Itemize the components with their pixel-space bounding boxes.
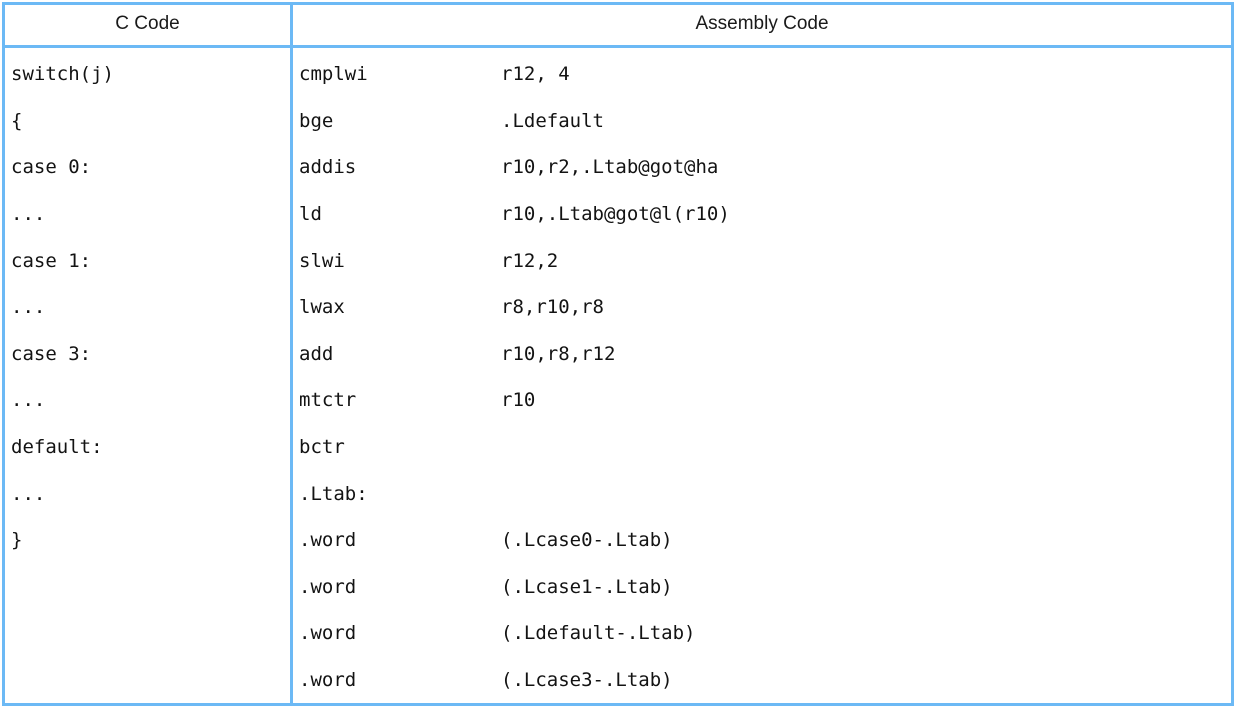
assembly-code-cell: add r10,r8,r12 bbox=[291, 330, 1233, 378]
assembly-line: bge .Ldefault bbox=[299, 110, 1231, 132]
table-row: case 0: addis r10,r2,.Ltab@got@ha bbox=[3, 144, 1233, 191]
assembly-line: .word (.Ldefault-.Ltab) bbox=[299, 622, 1231, 644]
c-code-cell: case 0: bbox=[3, 144, 293, 191]
assembly-mnemonic: .Ltab: bbox=[299, 482, 368, 505]
assembly-code-cell: bge .Ldefault bbox=[291, 97, 1233, 145]
assembly-code-cell: bctr bbox=[291, 423, 1233, 471]
assembly-mnemonic: .word bbox=[299, 575, 357, 598]
assembly-operand: r10,.Ltab@got@l(r10) bbox=[501, 202, 730, 225]
assembly-code-cell: .Ltab: bbox=[291, 470, 1233, 517]
assembly-code-cell: lwax r8,r10,r8 bbox=[291, 283, 1233, 331]
assembly-mnemonic: slwi bbox=[299, 249, 345, 272]
c-code-cell: { bbox=[3, 97, 293, 145]
assembly-code-cell: cmplwi r12, 4 bbox=[291, 50, 1233, 98]
assembly-line: .word (.Lcase1-.Ltab) bbox=[299, 576, 1231, 598]
assembly-operand: r10 bbox=[501, 389, 536, 412]
table-header: C Code Assembly Code bbox=[3, 3, 1233, 48]
assembly-mnemonic: .word bbox=[299, 622, 357, 645]
assembly-code-cell: mtctr r10 bbox=[291, 377, 1233, 424]
assembly-line: addis r10,r2,.Ltab@got@ha bbox=[299, 156, 1231, 178]
c-code-cell: ... bbox=[3, 190, 293, 238]
assembly-mnemonic: add bbox=[299, 342, 334, 365]
assembly-mnemonic: ld bbox=[299, 202, 322, 225]
c-code-cell: switch(j) bbox=[3, 50, 293, 98]
assembly-operand: r10,r2,.Ltab@got@ha bbox=[501, 156, 719, 179]
c-code-cell bbox=[3, 656, 293, 705]
assembly-mnemonic: bge bbox=[299, 109, 334, 132]
table-row: .word (.Lcase3-.Ltab) bbox=[3, 656, 1233, 705]
table-row: case 1: slwi r12,2 bbox=[3, 237, 1233, 284]
assembly-line: mtctr r10 bbox=[299, 389, 1231, 411]
c-code-cell: ... bbox=[3, 283, 293, 331]
assembly-operand: r12,2 bbox=[501, 249, 559, 272]
table-row: ... .Ltab: bbox=[3, 470, 1233, 517]
assembly-mnemonic: .word bbox=[299, 529, 357, 552]
assembly-code-cell: slwi r12,2 bbox=[291, 237, 1233, 284]
assembly-operand: (.Lcase0-.Ltab) bbox=[501, 529, 673, 552]
c-code-cell: ... bbox=[3, 377, 293, 424]
assembly-line: .word (.Lcase3-.Ltab) bbox=[299, 669, 1231, 691]
table-row: { bge .Ldefault bbox=[3, 97, 1233, 145]
assembly-operand: r10,r8,r12 bbox=[501, 342, 616, 365]
table-row: ... mtctr r10 bbox=[3, 377, 1233, 424]
assembly-operand: (.Lcase1-.Ltab) bbox=[501, 575, 673, 598]
assembly-code-cell: .word (.Lcase0-.Ltab) bbox=[291, 516, 1233, 564]
assembly-mnemonic: lwax bbox=[299, 296, 345, 319]
c-code-cell: case 3: bbox=[3, 330, 293, 378]
table-row: switch(j) cmplwi r12, 4 bbox=[3, 50, 1233, 98]
assembly-code-cell: ld r10,.Ltab@got@l(r10) bbox=[291, 190, 1233, 238]
assembly-mnemonic: .word bbox=[299, 668, 357, 691]
assembly-operand: .Ldefault bbox=[501, 109, 604, 132]
c-code-cell bbox=[3, 563, 293, 611]
assembly-code-cell: .word (.Lcase3-.Ltab) bbox=[291, 656, 1233, 705]
assembly-mnemonic: bctr bbox=[299, 435, 345, 458]
c-code-cell: case 1: bbox=[3, 237, 293, 284]
assembly-line: .word (.Lcase0-.Ltab) bbox=[299, 529, 1231, 551]
header-separator-rule bbox=[3, 45, 1233, 51]
table-row: ... ld r10,.Ltab@got@l(r10) bbox=[3, 190, 1233, 238]
table-row: .word (.Lcase1-.Ltab) bbox=[3, 563, 1233, 611]
assembly-line: ld r10,.Ltab@got@l(r10) bbox=[299, 203, 1231, 225]
header-separator-cell-c bbox=[3, 45, 293, 51]
assembly-line: add r10,r8,r12 bbox=[299, 343, 1231, 365]
table-row: .word (.Ldefault-.Ltab) bbox=[3, 610, 1233, 657]
table-header-row: C Code Assembly Code bbox=[3, 3, 1233, 48]
assembly-code-cell: .word (.Ldefault-.Ltab) bbox=[291, 610, 1233, 657]
assembly-line: cmplwi r12, 4 bbox=[299, 63, 1231, 85]
assembly-code-cell: .word (.Lcase1-.Ltab) bbox=[291, 563, 1233, 611]
assembly-operand: r8,r10,r8 bbox=[501, 296, 604, 319]
assembly-line: .Ltab: bbox=[299, 483, 1231, 505]
table-row: ... lwax r8,r10,r8 bbox=[3, 283, 1233, 331]
header-separator-cell-asm bbox=[291, 45, 1233, 51]
table-body: switch(j) cmplwi r12, 4 { bge .Ldefault case 0… bbox=[3, 45, 1233, 705]
assembly-mnemonic: cmplwi bbox=[299, 63, 368, 86]
assembly-line: slwi r12,2 bbox=[299, 250, 1231, 272]
assembly-mnemonic: mtctr bbox=[299, 389, 357, 412]
assembly-line: lwax r8,r10,r8 bbox=[299, 296, 1231, 318]
assembly-operand: r12, 4 bbox=[501, 63, 570, 86]
table-row: case 3: add r10,r8,r12 bbox=[3, 330, 1233, 378]
assembly-operand: (.Ldefault-.Ltab) bbox=[501, 622, 696, 645]
c-code-cell bbox=[3, 610, 293, 657]
column-header-c-code: C Code bbox=[3, 3, 293, 48]
table-row: } .word (.Lcase0-.Ltab) bbox=[3, 516, 1233, 564]
assembly-operand: (.Lcase3-.Ltab) bbox=[501, 668, 673, 691]
c-code-cell: } bbox=[3, 516, 293, 564]
table-row: default: bctr bbox=[3, 423, 1233, 471]
assembly-line: bctr bbox=[299, 436, 1231, 458]
assembly-mnemonic: addis bbox=[299, 156, 357, 179]
column-header-assembly-code: Assembly Code bbox=[291, 3, 1233, 48]
c-code-cell: ... bbox=[3, 470, 293, 517]
c-code-cell: default: bbox=[3, 423, 293, 471]
assembly-code-cell: addis r10,r2,.Ltab@got@ha bbox=[291, 144, 1233, 191]
